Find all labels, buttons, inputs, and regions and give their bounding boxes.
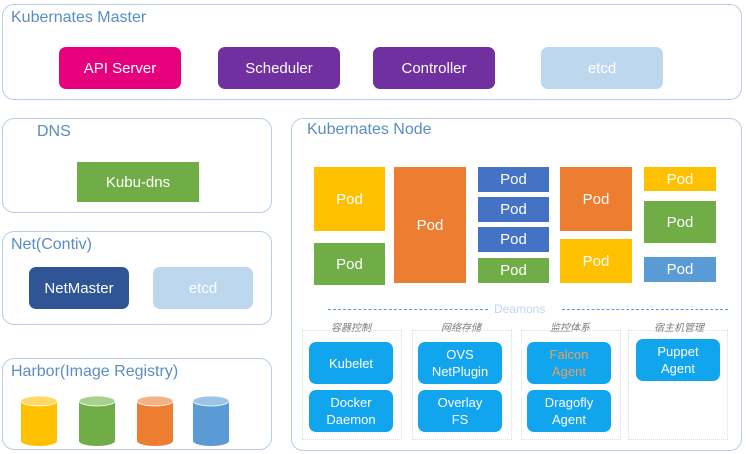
category-label: 网络存储 xyxy=(441,323,481,334)
pod: Pod xyxy=(643,200,717,244)
deamon-column xyxy=(521,330,621,440)
pod: Pod xyxy=(559,166,633,232)
service-label: Falcon xyxy=(549,347,589,362)
scheduler-box: Scheduler xyxy=(218,47,340,89)
pod: Pod xyxy=(313,166,386,232)
deamons-divider xyxy=(562,309,728,310)
service-label: NetPlugin xyxy=(431,364,489,379)
falcon-agent-box: Falcon Agent xyxy=(527,342,611,384)
service-label: FS xyxy=(451,412,469,427)
overlay-fs-box: Overlay FS xyxy=(418,390,502,432)
service-label: Agent xyxy=(552,364,586,379)
pod: Pod xyxy=(477,196,550,223)
kube-dns-box: Kubu-dns xyxy=(77,162,199,202)
pod: Pod xyxy=(559,238,633,284)
service-label: Puppet xyxy=(657,344,699,359)
category-label: 宿主机管理 xyxy=(654,323,704,334)
master-panel: Kubernates Master API Server Scheduler C… xyxy=(2,4,742,100)
net-title: Net(Contiv) xyxy=(11,236,92,253)
api-server-box: API Server xyxy=(59,47,181,89)
puppet-agent-box: Puppet Agent xyxy=(636,339,720,381)
database-icon xyxy=(20,395,58,446)
service-label: Kubelet xyxy=(328,355,374,371)
pod: Pod xyxy=(643,256,717,283)
docker-daemon-box: Docker Daemon xyxy=(309,390,393,432)
database-icon xyxy=(192,395,230,446)
pod: Pod xyxy=(313,242,386,286)
ovs-netplugin-box: OVS NetPlugin xyxy=(418,342,502,384)
pod: Pod xyxy=(477,226,550,253)
kubelet-box: Kubelet xyxy=(309,342,393,384)
dragonfly-agent-box: Dragofly Agent xyxy=(527,390,611,432)
node-title: Kubernates Node xyxy=(307,121,432,138)
database-icon xyxy=(78,395,116,446)
deamon-column xyxy=(412,330,512,440)
controller-box: Controller xyxy=(373,47,495,89)
harbor-panel: Harbor(Image Registry) xyxy=(2,358,272,450)
dns-panel: DNS Kubu-dns xyxy=(2,118,272,213)
deamons-divider xyxy=(328,309,488,310)
dns-title: DNS xyxy=(37,123,71,140)
service-label: Agent xyxy=(552,412,586,427)
pod: Pod xyxy=(477,257,550,284)
net-panel: Net(Contiv) NetMaster etcd xyxy=(2,231,272,325)
pod: Pod xyxy=(477,166,550,193)
service-label: Agent xyxy=(661,361,695,376)
category-label: 监控体系 xyxy=(550,323,590,334)
deamons-label: Deamons xyxy=(494,302,546,316)
deamon-column xyxy=(302,330,402,440)
harbor-cylinders xyxy=(20,395,230,446)
deamon-column xyxy=(628,330,728,440)
service-label: Daemon xyxy=(326,412,376,427)
service-label: Docker xyxy=(330,395,372,410)
service-label: Overlay xyxy=(437,395,483,410)
pod: Pod xyxy=(643,166,717,192)
service-label: Dragofly xyxy=(544,395,594,410)
master-title: Kubernates Master xyxy=(11,9,147,26)
service-label: OVS xyxy=(446,347,474,362)
net-etcd-box: etcd xyxy=(153,267,253,309)
category-label: 容器控制 xyxy=(331,323,371,334)
pod: Pod xyxy=(393,166,467,284)
master-etcd-box: etcd xyxy=(541,47,663,89)
netmaster-box: NetMaster xyxy=(29,267,129,309)
database-icon xyxy=(136,395,174,446)
harbor-title: Harbor(Image Registry) xyxy=(11,363,179,380)
